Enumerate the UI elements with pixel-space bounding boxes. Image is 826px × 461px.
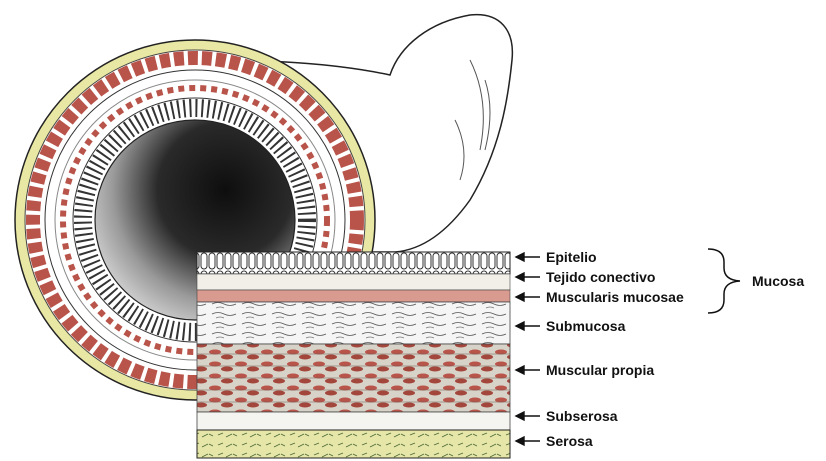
arrow-muscular-propia	[516, 366, 540, 374]
label-mucosa: Mucosa	[752, 273, 804, 289]
pointer-arrows	[516, 253, 540, 445]
layer-tejido-conectivo	[197, 274, 510, 290]
arrow-submucosa	[516, 322, 540, 330]
arrow-epitelio	[516, 253, 540, 261]
label-muscularis-mucosae: Muscularis mucosae	[546, 289, 684, 305]
label-subserosa: Subserosa	[546, 408, 618, 424]
label-muscular-propia: Muscular propia	[546, 362, 654, 378]
arrow-tejido-conectivo	[516, 273, 540, 281]
arrow-muscularis-mucosae	[516, 293, 540, 301]
label-epitelio: Epitelio	[546, 249, 597, 265]
layer-muscularis-mucosae	[197, 290, 510, 302]
mucosa-brace	[708, 249, 740, 313]
label-submucosa: Submucosa	[546, 318, 626, 334]
layer-epitelio	[197, 252, 510, 274]
layer-submucosa	[197, 302, 510, 344]
arrow-serosa	[516, 437, 540, 445]
arrow-subserosa	[516, 412, 540, 420]
wall-layers-block	[197, 252, 510, 458]
layer-serosa	[197, 430, 510, 458]
label-serosa: Serosa	[546, 433, 593, 449]
layer-muscular-propia	[197, 344, 510, 412]
layer-subserosa	[197, 412, 510, 430]
label-tejido-conectivo: Tejido conectivo	[546, 269, 655, 285]
